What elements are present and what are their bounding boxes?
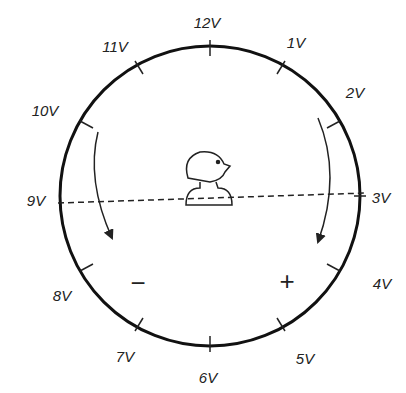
- rotation-arrow: [94, 132, 112, 238]
- polarity-sign: +: [279, 268, 294, 294]
- hour-label: 6V: [199, 370, 217, 385]
- hour-ticks: [80, 40, 366, 352]
- hour-label: 4V: [373, 276, 391, 291]
- hour-label: 3V: [372, 190, 390, 205]
- hour-label: 2V: [346, 85, 364, 100]
- hour-label: 10V: [32, 103, 59, 118]
- hour-label: 12V: [194, 15, 221, 30]
- hour-label: 11V: [102, 39, 128, 54]
- hour-label: 5V: [296, 351, 314, 366]
- horizon-dashed-line: [58, 193, 366, 203]
- hour-label: 1V: [287, 35, 305, 50]
- hour-label: 9V: [27, 193, 45, 208]
- hour-label: 8V: [53, 288, 71, 303]
- dial-circle: [60, 46, 360, 346]
- head-figure: [186, 152, 232, 205]
- hour-label: 7V: [116, 349, 134, 364]
- polarity-sign: −: [130, 270, 145, 296]
- rotation-arrow: [318, 118, 330, 242]
